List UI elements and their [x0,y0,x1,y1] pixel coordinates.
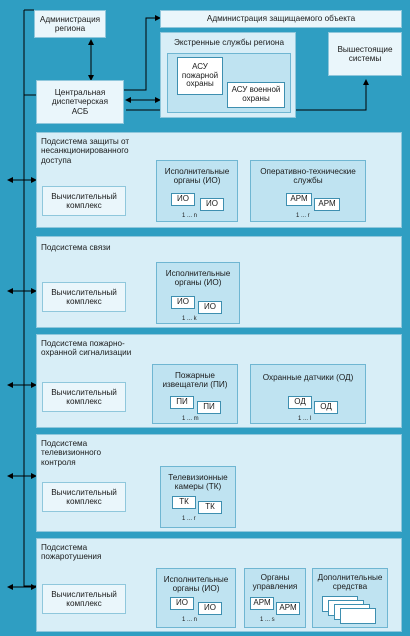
admin-object-box: Администрация защищаемого объекта [160,10,402,28]
extinguish-control-item-s-label: АРМ [279,603,297,613]
asu-military-box: АСУ военной охраны [227,82,285,108]
central-dispatch-label: Центральная диспетчерская АСБ [51,87,109,116]
access-ops-item-1: АРМ [286,193,312,206]
extinguish-control-range: 1 ... s [260,617,275,623]
access-computer-label: Вычислительный комплекс [51,191,117,210]
subsystem-fire-alarm-title: Подсистема пожарно- охранной сигнализаци… [41,339,132,358]
security-sensors-title: Охранные датчики (ОД) [262,373,354,382]
access-exec-item-n-label: ИО [206,199,218,209]
admin-object-label: Администрация защищаемого объекта [206,14,356,24]
extinguish-exec-item-1-label: ИО [176,598,188,608]
extinguish-exec-range: 1 ... n [182,617,198,623]
comm-computer-box: Вычислительный комплекс [42,282,126,312]
extinguish-exec-title: Исполнительные органы (ИО) [163,575,229,594]
emergency-services-title: Экстренные службы региона [173,38,285,47]
extinguish-computer-label: Вычислительный комплекс [51,589,117,608]
comm-exec-item-1-label: ИО [177,297,189,307]
comm-exec-item-1: ИО [171,296,195,309]
tv-camera-item-1: ТК [172,496,196,509]
fire-alarm-computer-box: Вычислительный комплекс [42,382,126,412]
access-ops-range: 1 ... r [296,213,310,219]
security-sensor-item-l-label: ОД [320,402,332,412]
extinguish-exec-group: Исполнительные органы (ИО) [156,568,236,628]
access-ops-item-1-label: АРМ [290,194,308,204]
access-ops-item-r: АРМ [314,198,340,211]
security-sensor-range: 1 ... l [298,416,312,422]
security-sensors-group: Охранные датчики (ОД) [250,364,366,424]
extinguish-exec-item-1: ИО [170,597,194,610]
comm-computer-label: Вычислительный комплекс [51,287,117,306]
security-sensor-item-l: ОД [314,401,338,414]
extinguish-computer-box: Вычислительный комплекс [42,584,126,614]
comm-exec-title: Исполнительные органы (ИО) [165,269,231,288]
tv-computer-label: Вычислительный комплекс [51,487,117,506]
extinguish-exec-item-n: ИО [198,602,222,615]
fire-detectors-title: Пожарные извещатели (ПИ) [162,371,228,390]
fire-detectors-group: Пожарные извещатели (ПИ) [152,364,238,424]
asu-fire-box: АСУ пожарной охраны [177,57,223,95]
subsystem-comm-title: Подсистема связи [41,243,111,252]
subsystem-extinguish-title: Подсистема пожаротушения [41,543,102,562]
extinguish-exec-item-n-label: ИО [204,603,216,613]
tv-camera-item-r-label: ТК [205,502,215,512]
comm-exec-group: Исполнительные органы (ИО) [156,262,240,324]
fire-alarm-computer-label: Вычислительный комплекс [51,387,117,406]
access-computer-box: Вычислительный комплекс [42,186,126,216]
access-ops-title: Оперативно-технические службы [260,167,356,186]
central-dispatch-box: Центральная диспетчерская АСБ [36,80,124,124]
fire-detector-item-1: ПИ [170,396,194,409]
fire-detector-item-m: ПИ [197,401,221,414]
access-exec-item-1-label: ИО [177,194,189,204]
access-exec-item-n: ИО [200,198,224,211]
extinguish-control-item-1-label: АРМ [253,598,271,608]
admin-region-box: Администрация региона [34,10,106,38]
fire-detector-item-m-label: ПИ [203,402,215,412]
access-exec-range: 1 ... n [182,213,198,219]
comm-exec-range: 1 ... k [182,316,197,322]
access-exec-group: Исполнительные органы (ИО) [156,160,238,222]
security-sensor-item-1-label: ОД [294,397,306,407]
fire-detector-item-1-label: ПИ [176,397,188,407]
extinguish-control-item-s: АРМ [276,602,300,615]
extinguish-control-item-1: АРМ [250,597,274,610]
access-ops-item-r-label: АРМ [318,199,336,209]
access-exec-item-1: ИО [171,193,195,206]
tv-cameras-group: Телевизионные камеры (ТК) [160,466,236,528]
tv-computer-box: Вычислительный комплекс [42,482,126,512]
tv-camera-item-1-label: ТК [179,497,189,507]
tv-camera-range: 1 ... r [182,516,196,522]
higher-systems-label: Вышестоящие системы [337,44,393,63]
admin-region-label: Администрация региона [39,14,101,33]
fire-detector-range: 1 ... m [182,416,199,422]
extinguish-extra-sheet-4 [340,608,376,624]
subsystem-tv-title: Подсистема телевизионного контроля [41,439,102,467]
access-ops-group: Оперативно-технические службы [250,160,366,222]
asu-fire-label: АСУ пожарной охраны [181,61,219,89]
higher-systems-box: Вышестоящие системы [328,32,402,76]
tv-camera-item-r: ТК [198,501,222,514]
comm-exec-item-k: ИО [198,301,222,314]
asu-military-label: АСУ военной охраны [231,85,281,103]
extinguish-extra-title: Дополнительные средства [317,573,383,592]
subsystem-access-title: Подсистема защиты от несанкционированног… [41,137,130,165]
extinguish-control-title: Органы управления [252,573,298,592]
comm-exec-item-k-label: ИО [204,302,216,312]
access-exec-title: Исполнительные органы (ИО) [164,167,230,186]
security-sensor-item-1: ОД [288,396,312,409]
tv-cameras-title: Телевизионные камеры (ТК) [168,473,228,492]
